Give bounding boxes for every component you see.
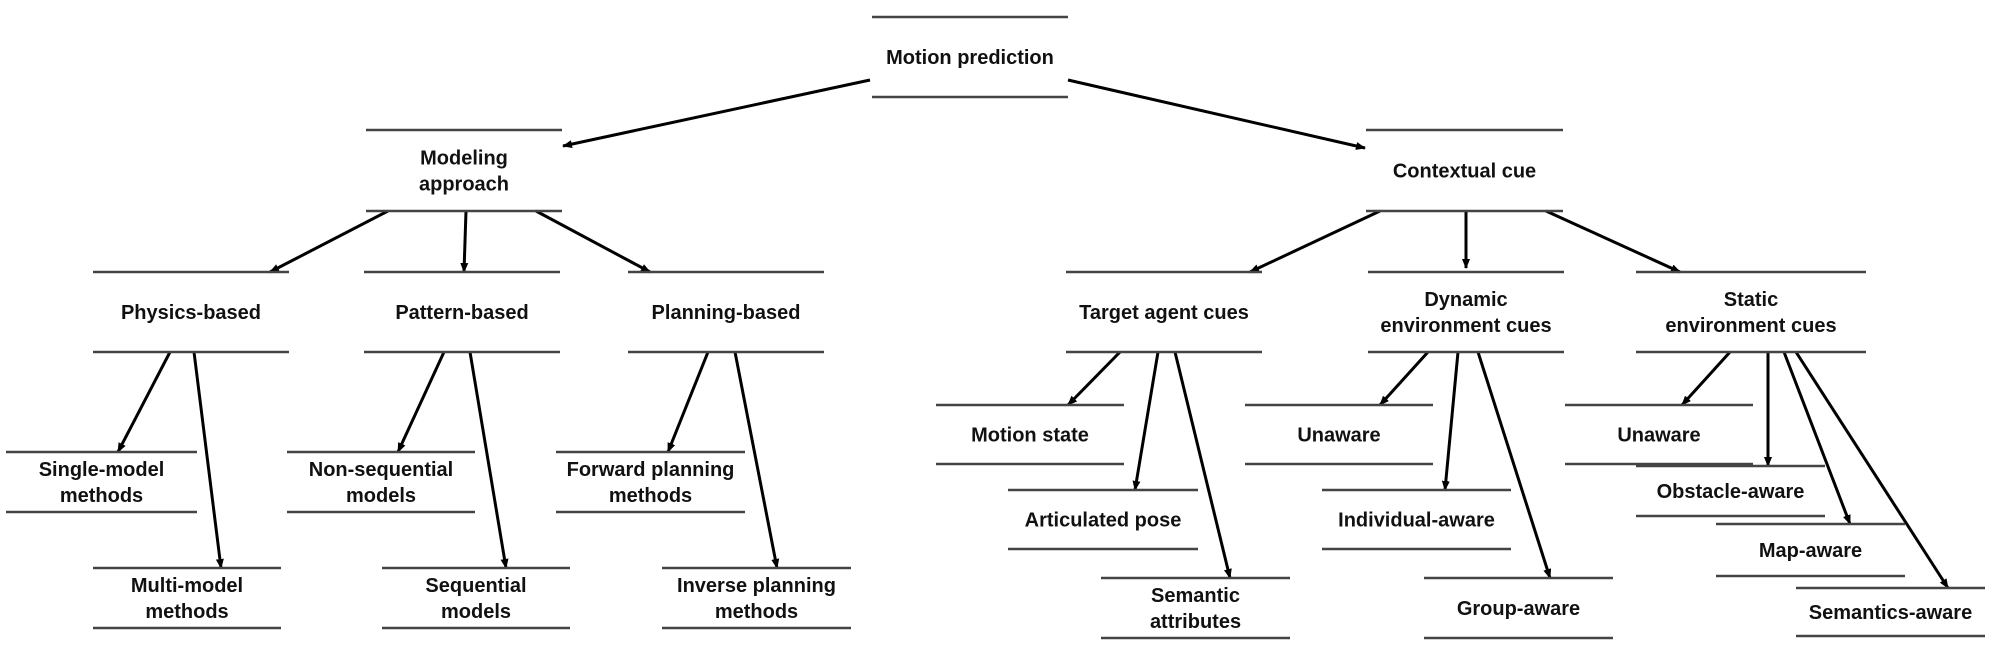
leaf-unaware: Unaware: [1245, 403, 1433, 466]
arrow-connector: [1545, 209, 1681, 274]
node-static-environment-cues-label: environment cues: [1665, 315, 1836, 337]
arrow-connector: [1378, 350, 1430, 407]
arrow-connector: [1441, 351, 1460, 491]
leaf-semantics-aware-label: Semantics-aware: [1809, 602, 1972, 624]
node-physics-based-label: Physics-based: [121, 302, 261, 324]
node-planning-based-label: Planning-based: [652, 302, 801, 324]
leaf-individual-aware: Individual-aware: [1322, 488, 1511, 551]
leaf-individual-aware-label: Individual-aware: [1338, 510, 1495, 532]
node-static-environment-cues: Static environment cues: [1636, 270, 1866, 354]
arrow-connector: [1173, 351, 1232, 579]
leaf-sequential-models-label: models: [441, 601, 511, 623]
arrow-connector: [269, 209, 389, 274]
arrow-connector: [1794, 351, 1950, 589]
node-static-environment-cues-label: Static: [1724, 289, 1778, 311]
leaf-group-aware: Group-aware: [1424, 576, 1613, 640]
arrow-connector: [1680, 350, 1732, 407]
node-dynamic-environment-cues-label: environment cues: [1380, 315, 1551, 337]
arrow-connector: [1066, 350, 1122, 407]
leaf-multi-model-methods: Multi-model methods: [93, 566, 281, 630]
leaf-inverse-planning-methods-label: methods: [715, 601, 798, 623]
leaf-unaware-label: Unaware: [1617, 425, 1700, 447]
leaf-obstacle-aware: Obstacle-aware: [1636, 464, 1825, 518]
arrow-connector: [1476, 351, 1552, 579]
leaf-semantic-attributes-label: Semantic: [1151, 585, 1240, 607]
arrow-connector: [1782, 351, 1852, 525]
node-pattern-based-label: Pattern-based: [395, 302, 528, 324]
arrow-connector: [116, 351, 172, 453]
node-motion-prediction-label: Motion prediction: [886, 47, 1054, 69]
node-contextual-cue: Contextual cue: [1366, 128, 1563, 213]
leaf-non-sequential-models-label: Non-sequential: [309, 459, 453, 481]
leaf-forward-planning-methods-label: Forward planning: [567, 459, 735, 481]
leaf-non-sequential-models: Non-sequential models: [287, 450, 475, 514]
arrow-connector: [468, 351, 509, 569]
leaf-unaware-label: Unaware: [1297, 425, 1380, 447]
arrow-connector: [562, 78, 871, 149]
node-modeling-approach-label: Modeling: [420, 148, 508, 170]
leaf-non-sequential-models-label: models: [346, 485, 416, 507]
arrow-connector: [535, 209, 651, 274]
leaf-map-aware: Map-aware: [1716, 522, 1905, 578]
arrow-connector: [396, 351, 446, 453]
arrow-connector: [1249, 209, 1381, 274]
arrow-connector: [733, 351, 780, 569]
node-pattern-based: Pattern-based: [364, 270, 560, 354]
node-modeling-approach-label: approach: [419, 174, 509, 196]
node-target-agent-cues-label: Target agent cues: [1079, 302, 1249, 324]
leaf-forward-planning-methods: Forward planning methods: [556, 450, 745, 514]
leaf-group-aware-label: Group-aware: [1457, 598, 1580, 620]
arrow-connector: [1067, 78, 1366, 150]
leaf-motion-state: Motion state: [936, 403, 1124, 466]
node-dynamic-environment-cues-label: Dynamic: [1424, 289, 1507, 311]
arrow-connector: [666, 351, 710, 453]
leaf-obstacle-aware-label: Obstacle-aware: [1657, 481, 1805, 503]
leaf-semantics-aware: Semantics-aware: [1796, 586, 1985, 638]
leaf-articulated-pose: Articulated pose: [1008, 488, 1198, 551]
leaf-inverse-planning-methods-label: Inverse planning: [677, 575, 836, 597]
leaf-sequential-models-label: Sequential: [425, 575, 526, 597]
leaf-forward-planning-methods-label: methods: [609, 485, 692, 507]
node-target-agent-cues: Target agent cues: [1066, 270, 1262, 354]
node-physics-based: Physics-based: [93, 270, 289, 354]
leaf-single-model-methods: Single-model methods: [6, 450, 197, 514]
node-contextual-cue-label: Contextual cue: [1393, 161, 1536, 183]
arrow-connector: [1132, 351, 1160, 491]
arrow-connector: [192, 351, 224, 569]
leaf-motion-state-label: Motion state: [971, 425, 1089, 447]
leaf-inverse-planning-methods: Inverse planning methods: [662, 566, 851, 630]
node-planning-based: Planning-based: [628, 270, 824, 354]
node-modeling-approach: Modeling approach: [366, 128, 562, 213]
node-motion-prediction: Motion prediction: [872, 15, 1068, 99]
leaf-semantic-attributes-label: attributes: [1150, 611, 1241, 633]
leaf-multi-model-methods-label: methods: [145, 601, 228, 623]
edges: [116, 78, 1950, 589]
leaf-map-aware-label: Map-aware: [1759, 540, 1862, 562]
leaf-single-model-methods-label: methods: [60, 485, 143, 507]
leaf-articulated-pose-label: Articulated pose: [1025, 510, 1182, 532]
leaf-unaware: Unaware: [1565, 403, 1753, 466]
arrow-connector: [460, 210, 469, 273]
leaf-single-model-methods-label: Single-model: [39, 459, 165, 481]
node-dynamic-environment-cues: Dynamic environment cues: [1368, 270, 1564, 354]
leaf-semantic-attributes: Semantic attributes: [1101, 576, 1290, 640]
leaf-sequential-models: Sequential models: [382, 566, 570, 630]
leaf-multi-model-methods-label: Multi-model: [131, 575, 243, 597]
